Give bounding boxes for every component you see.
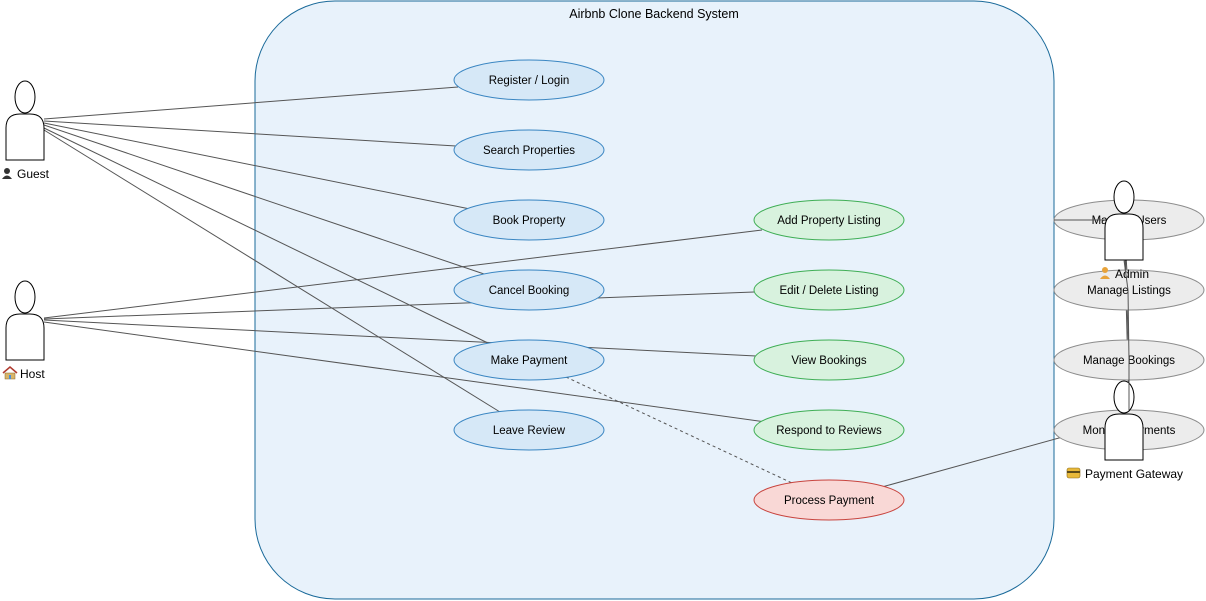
house-icon	[2, 366, 18, 380]
system-title: Airbnb Clone Backend System	[569, 7, 739, 21]
use-case-label: Leave Review	[493, 425, 566, 437]
use-case-book-property[interactable]: Book Property	[453, 199, 605, 241]
host-use-cases: Add Property Listing Edit / Delete Listi…	[753, 199, 905, 451]
use-case-view-bookings[interactable]: View Bookings	[753, 339, 905, 381]
use-case-label: Add Property Listing	[777, 215, 881, 227]
line-guest-book	[43, 122, 471, 210]
line-guest-cancel	[43, 124, 488, 276]
admin-icon	[1100, 267, 1110, 279]
actor-label-payment-gateway: Payment Gateway	[1085, 467, 1183, 481]
use-case-label: Manage Listings	[1087, 285, 1171, 297]
use-case-label: Book Property	[493, 215, 566, 227]
line-guest-register	[43, 86, 459, 120]
credit-card-icon	[1066, 467, 1081, 479]
use-case-label: Search Properties	[483, 145, 575, 157]
actor-label-admin: Admin	[1115, 267, 1149, 281]
use-case-label: Process Payment	[784, 495, 875, 507]
line-host-view-bookings	[43, 319, 757, 357]
use-case-cancel-booking[interactable]: Cancel Booking	[453, 269, 605, 311]
actor-host[interactable]: Host	[2, 280, 45, 381]
line-guest-search	[43, 120, 457, 147]
use-case-label: Register / Login	[489, 75, 570, 87]
use-case-label: View Bookings	[791, 355, 866, 367]
actor-label-guest: Guest	[17, 167, 50, 181]
use-case-manage-listings[interactable]: Manage Listings	[1053, 269, 1205, 311]
line-host-edit-listing	[43, 291, 755, 320]
system-boundary	[254, 0, 1055, 600]
use-case-label: Respond to Reviews	[776, 425, 882, 437]
use-case-label: Cancel Booking	[489, 285, 570, 297]
guest-icon	[2, 168, 12, 179]
use-case-make-payment[interactable]: Make Payment	[453, 339, 605, 381]
line-host-respond-reviews	[43, 321, 767, 423]
actor-label-host: Host	[20, 367, 45, 381]
admin-connectors	[1123, 259, 1130, 410]
use-case-leave-review[interactable]: Leave Review	[453, 409, 605, 451]
use-case-edit-delete-listing[interactable]: Edit / Delete Listing	[753, 269, 905, 311]
actor-guest[interactable]: Guest	[2, 80, 50, 181]
line-host-add-listing	[43, 229, 763, 319]
use-case-search-properties[interactable]: Search Properties	[453, 129, 605, 171]
use-case-add-property-listing[interactable]: Add Property Listing	[753, 199, 905, 241]
use-case-label: Edit / Delete Listing	[779, 285, 878, 297]
use-case-respond-to-reviews[interactable]: Respond to Reviews	[753, 409, 905, 451]
use-case-register-login[interactable]: Register / Login	[453, 59, 605, 101]
use-case-process-payment[interactable]: Process Payment	[753, 479, 905, 521]
actor-admin[interactable]: Admin	[1100, 180, 1149, 281]
use-case-label: Make Payment	[491, 355, 569, 367]
line-guest-payment	[43, 127, 493, 346]
line-guest-review	[43, 129, 501, 413]
guest-use-cases: Register / Login Search Properties Book …	[453, 59, 605, 451]
